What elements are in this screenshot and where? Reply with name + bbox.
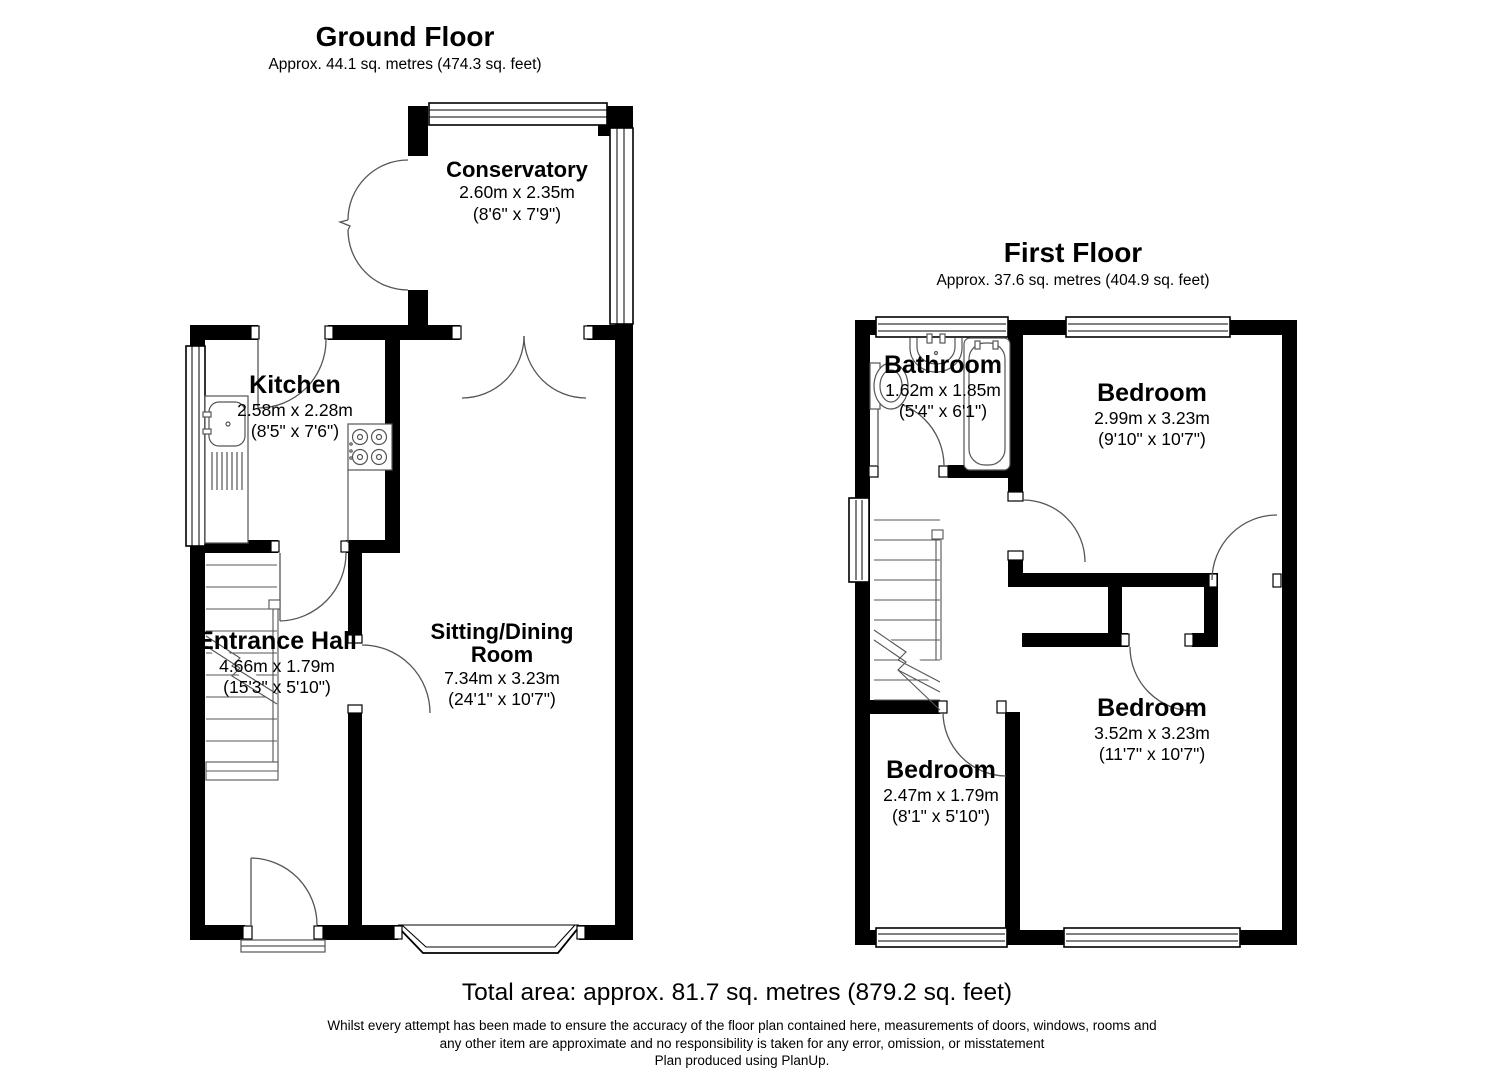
room-dims-imperial: (5'4" x 6'1") <box>898 401 988 422</box>
room-dims-imperial: (11'7" x 10'7") <box>1098 744 1206 765</box>
room-dims-imperial: (8'1" x 5'10") <box>892 806 990 827</box>
room-dims-metric: 4.66m x 1.79m <box>219 655 335 676</box>
room-dims-imperial: (9'10" x 10'7") <box>1098 429 1206 450</box>
disclaimer-line-3: Plan produced using PlanUp. <box>654 1053 830 1068</box>
gf-stairs <box>205 564 281 781</box>
ground-floor-title-text: Ground Floor <box>315 21 495 52</box>
room-dims-metric: 1.62m x 1.85m <box>885 379 1001 400</box>
ff-door-jambs <box>868 465 1282 714</box>
first-floor-plan <box>848 316 1297 948</box>
room-name: Bedroom <box>886 756 996 784</box>
room-name: Kitchen <box>249 371 341 399</box>
gf-windows <box>185 102 634 547</box>
ground-floor-area-text: Approx. 44.1 sq. metres (474.3 sq. feet) <box>268 55 542 73</box>
ff-stairs <box>873 519 944 711</box>
first-floor-title-text: First Floor <box>1003 237 1143 268</box>
room-dims-metric: 3.52m x 3.23m <box>1094 722 1210 743</box>
room-name: Entrance Hall <box>197 627 357 655</box>
toilet <box>869 362 909 410</box>
gf-walls <box>190 106 633 940</box>
first-floor-title: First Floor Approx. 37.6 sq. metres (404… <box>873 237 1273 290</box>
disclaimer-line-2: any other item are approximate and no re… <box>439 1035 1045 1051</box>
room-label-bedroom-3: Bedroom 2.47m x 1.79m (8'1" x 5'10") <box>841 757 1041 827</box>
basin <box>909 333 963 373</box>
total-area-text: Total area: approx. 81.7 sq. metres (879… <box>461 979 1013 1006</box>
room-dims-imperial: (24'1" x 10'7") <box>448 689 556 710</box>
ff-bathroom-fixtures <box>869 333 1011 471</box>
room-name: Conservatory <box>446 157 588 182</box>
room-dims-imperial: (8'6" x 7'9") <box>472 203 562 224</box>
disclaimer: Whilst every attempt has been made to en… <box>262 1017 1222 1070</box>
gf-kitchen-fixtures <box>202 395 393 544</box>
room-label-entrance-hall: Entrance Hall 4.66m x 1.79m (15'3" x 5'1… <box>197 628 357 698</box>
room-dims-metric: 2.47m x 1.79m <box>883 784 999 805</box>
ground-floor-plan <box>185 102 634 954</box>
room-name: Bathroom <box>883 351 1003 379</box>
disclaimer-line-1: Whilst every attempt has been made to en… <box>327 1018 1157 1033</box>
room-dims-imperial: (8'5" x 7'6") <box>250 421 340 442</box>
room-label-bathroom: Bathroom 1.62m x 1.85m (5'4" x 6'1") <box>853 352 1033 422</box>
room-label-sitting-dining-room: Sitting/Dining Room 7.34m x 3.23m (24'1"… <box>402 620 602 710</box>
room-dims-metric: 2.58m x 2.28m <box>237 399 353 420</box>
room-name: Bedroom <box>1097 694 1207 722</box>
room-label-kitchen: Kitchen 2.58m x 2.28m (8'5" x 7'6") <box>185 372 405 442</box>
bathtub <box>963 337 1011 471</box>
first-floor-area-text: Approx. 37.6 sq. metres (404.9 sq. feet) <box>936 271 1210 289</box>
gf-doors <box>240 159 587 953</box>
room-dims-metric: 2.99m x 3.23m <box>1094 407 1210 428</box>
room-dims-metric: 2.60m x 2.35m <box>459 182 575 203</box>
room-dims-metric: 7.34m x 3.23m <box>444 667 560 688</box>
gf-door-jambs <box>242 325 594 940</box>
sink-unit <box>202 395 249 544</box>
room-label-bedroom-2: Bedroom 3.52m x 3.23m (11'7" x 10'7") <box>1052 695 1252 765</box>
room-label-conservatory: Conservatory 2.60m x 2.35m (8'6" x 7'9") <box>407 158 627 225</box>
hob <box>347 423 393 543</box>
room-label-bedroom-1: Bedroom 2.99m x 3.23m (9'10" x 10'7") <box>1052 380 1252 450</box>
room-name: Sitting/Dining Room <box>430 619 574 668</box>
ff-windows <box>848 316 1241 948</box>
room-dims-imperial: (15'3" x 5'10") <box>223 677 331 698</box>
ground-floor-title: Ground Floor Approx. 44.1 sq. metres (47… <box>205 21 605 74</box>
room-name: Bedroom <box>1097 379 1207 407</box>
bay-window <box>397 924 580 954</box>
